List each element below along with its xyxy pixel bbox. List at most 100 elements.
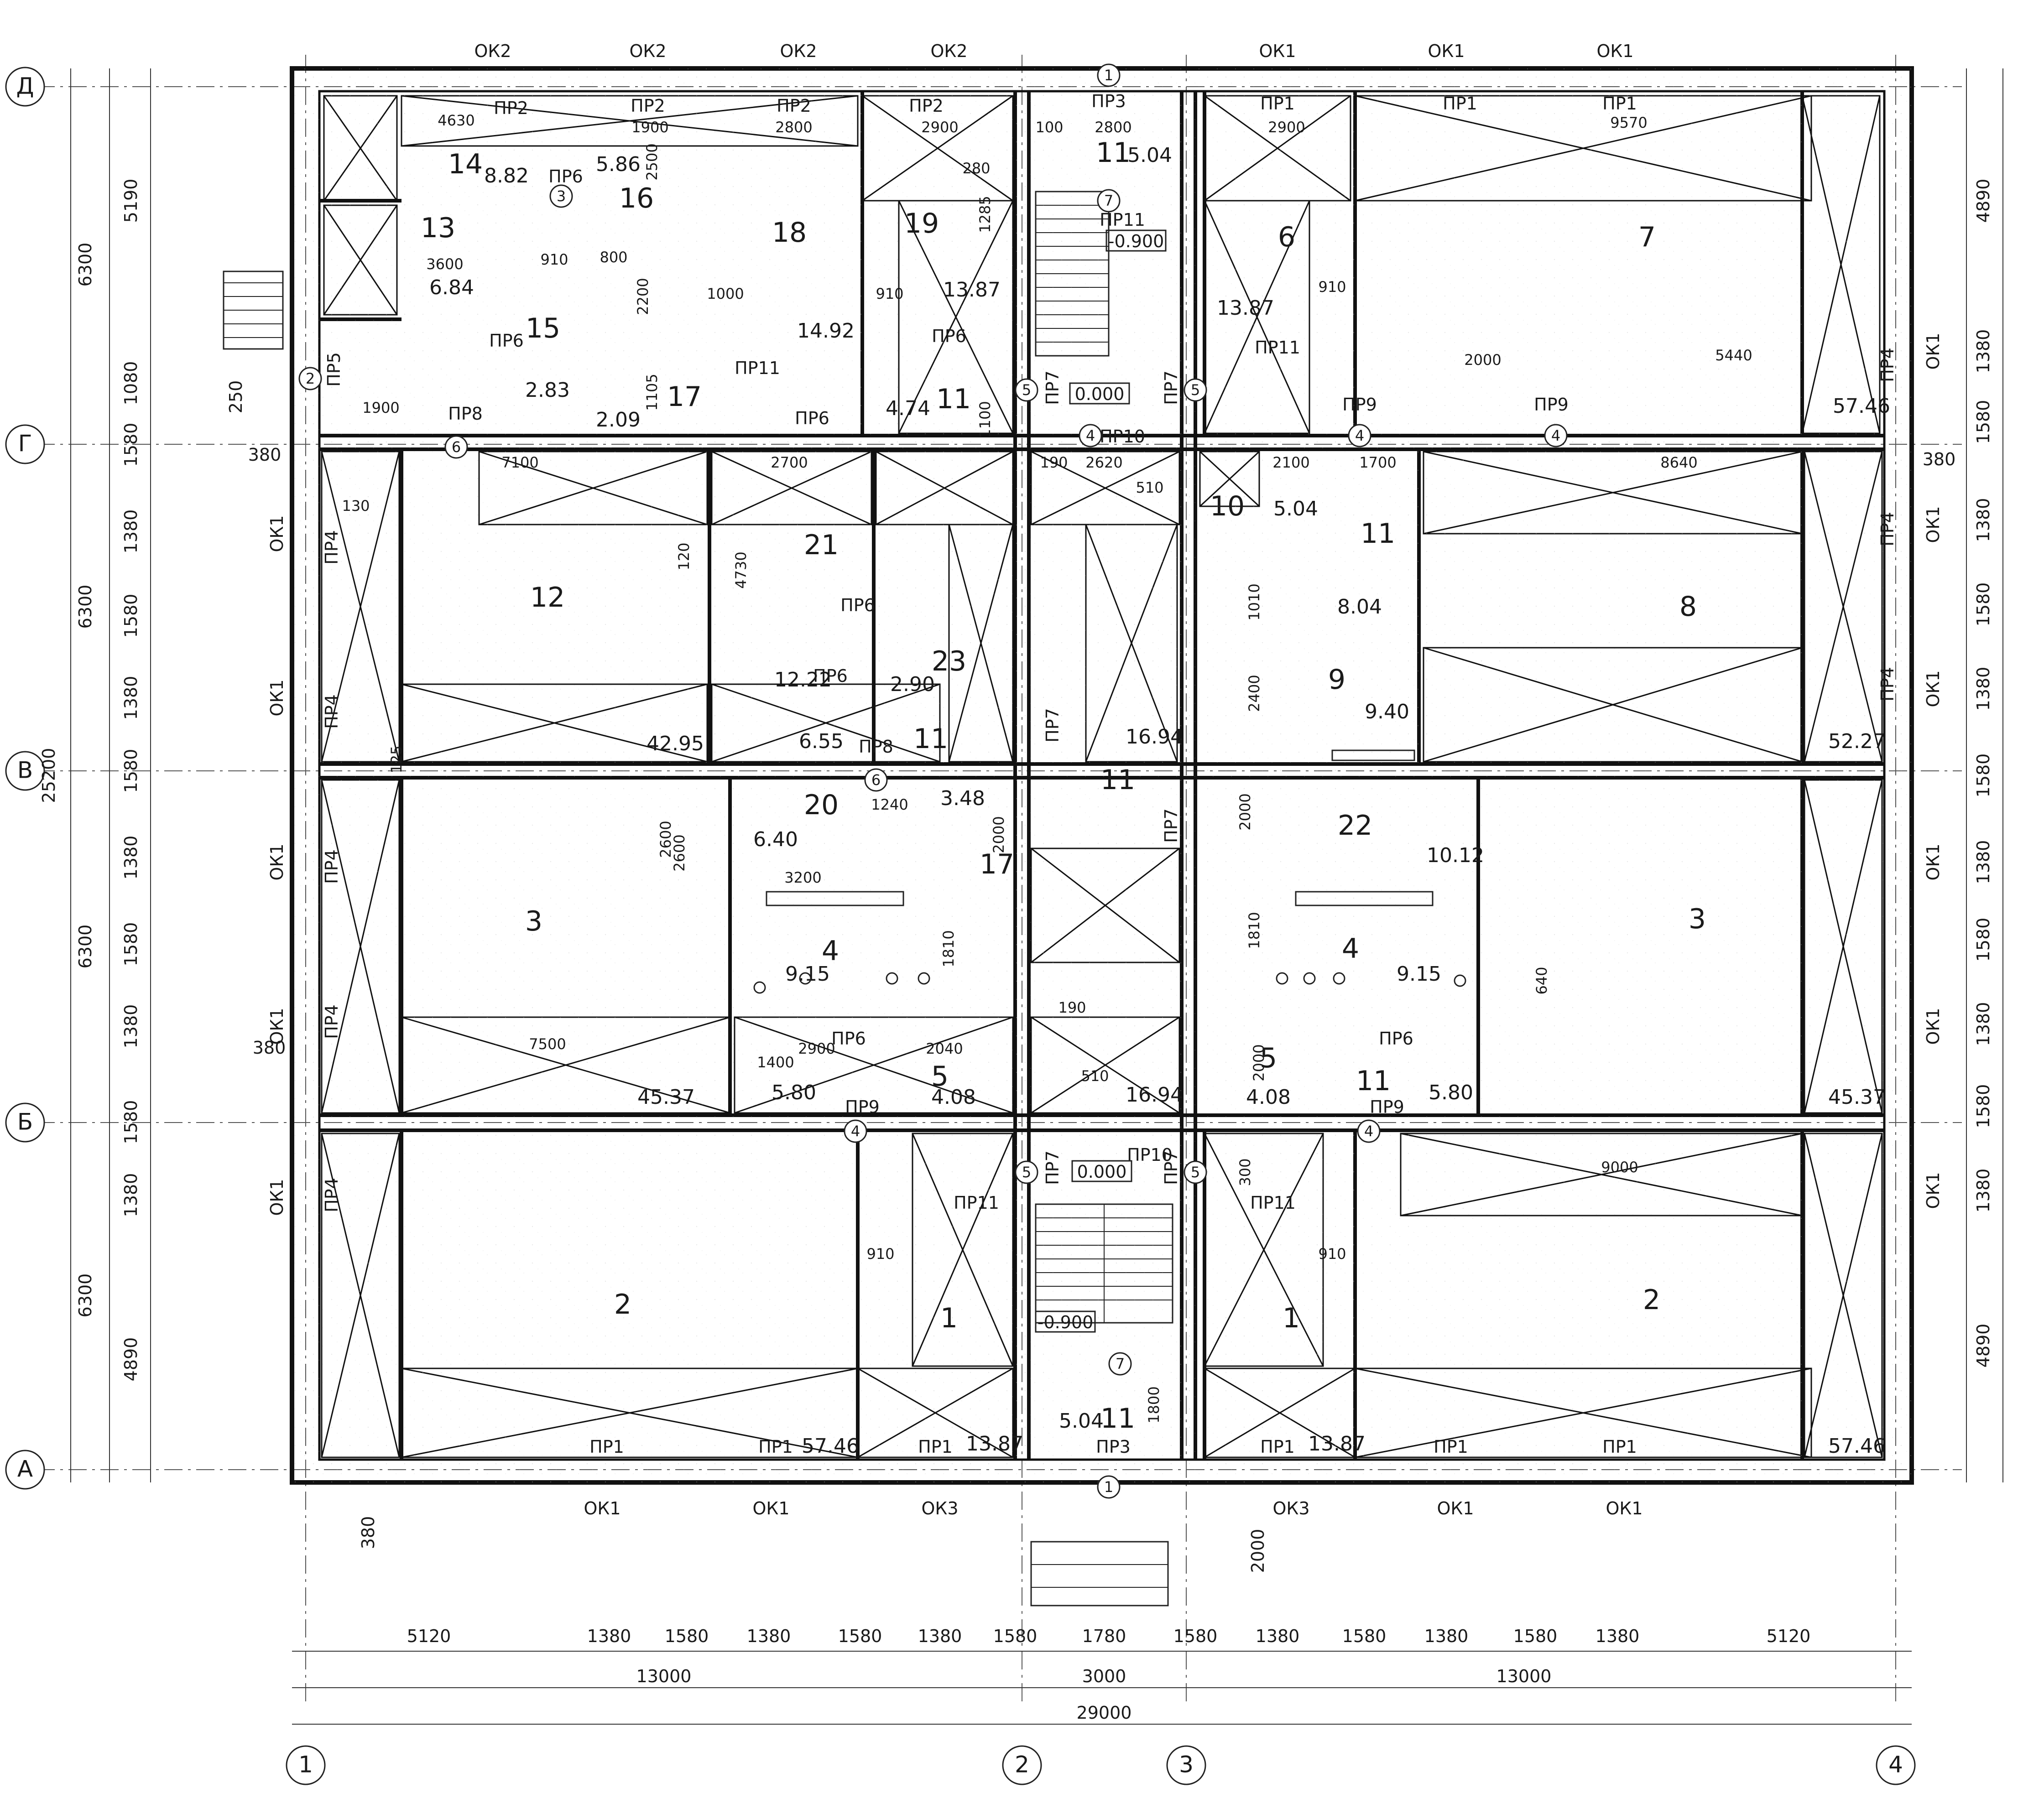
- dim-text: 130: [342, 497, 370, 515]
- mark-label: 4: [1364, 1123, 1373, 1140]
- dim-text: 9000: [1601, 1159, 1638, 1176]
- dim-text: 9570: [1610, 114, 1647, 131]
- room-number: 17: [980, 848, 1014, 880]
- dim-text: 1380: [747, 1626, 791, 1646]
- room-number: 3: [525, 905, 542, 937]
- axis-row-label: Б: [17, 1109, 33, 1135]
- lintel-tag: ПР7: [1043, 1150, 1063, 1185]
- dim-text: 1580: [1173, 1626, 1218, 1646]
- dim-text: 1580: [665, 1626, 709, 1646]
- lintel-tag: ПР6: [932, 326, 966, 346]
- lintel-tag: ПР1: [1602, 1437, 1637, 1457]
- room-number: 15: [526, 312, 560, 344]
- axis-row-g-bubble: [5, 424, 45, 464]
- level-mark: -0.900: [1038, 1312, 1094, 1332]
- axis-labels: Д Г В Б А 1 2 3 4: [16, 73, 1903, 1778]
- room-area: 3.48: [940, 787, 985, 810]
- dim-text: 1080: [121, 361, 141, 406]
- window-tag: ОК1: [1923, 1008, 1943, 1045]
- lintel-tag: ПР10: [1127, 1145, 1173, 1165]
- circled-marks: [298, 63, 1568, 1499]
- dim-text: 8640: [1660, 454, 1697, 471]
- dim-text: 4890: [121, 1337, 141, 1382]
- room-area: 57.46: [802, 1435, 859, 1458]
- dim-text: 380: [358, 1516, 378, 1549]
- dim-text: 250: [226, 380, 246, 414]
- dim-text: 2700: [771, 454, 808, 471]
- window-tag: ОК2: [780, 41, 817, 61]
- dim-text: 510: [1081, 1067, 1109, 1085]
- axis-markers: [5, 67, 1916, 1785]
- lintel-tag: ПР2: [777, 96, 811, 116]
- room-labels: 14 8.82 16 5.86 18 14.92 19 13.87 11 5.0…: [421, 137, 1890, 1458]
- dim-text: 2620: [1085, 454, 1122, 471]
- window-tag: ОК1: [267, 843, 287, 880]
- dim-text: 1700: [1359, 454, 1396, 471]
- lintel-tag: ПР2: [909, 96, 944, 116]
- window-tag: ОК1: [267, 679, 287, 716]
- dim-text: 6300: [75, 1274, 95, 1318]
- room-area: 42.95: [647, 732, 704, 755]
- dim-text: 1580: [1513, 1626, 1558, 1646]
- dim-text: 1100: [976, 401, 994, 438]
- room-area: 14.92: [797, 319, 855, 343]
- lintel-tag: ПР7: [1043, 370, 1063, 405]
- lintel-tag: ПР9: [1534, 395, 1569, 415]
- room-area: 9.15: [1397, 962, 1441, 986]
- dim-text: 100: [1035, 119, 1063, 136]
- room-number: 1: [1283, 1302, 1300, 1334]
- room-area: 13.87: [1308, 1432, 1366, 1456]
- room-area: 5.04: [1127, 144, 1172, 167]
- room-area: 2.90: [890, 673, 935, 696]
- dim-text: 280: [962, 160, 990, 177]
- dim-text: 4890: [1973, 1324, 1993, 1368]
- dim-text: 1380: [1424, 1626, 1469, 1646]
- dim-text: 2900: [798, 1040, 835, 1057]
- axis-col-label: 1: [298, 1752, 313, 1778]
- room-number: 3: [1689, 903, 1706, 935]
- scan-texture: [292, 68, 1912, 1482]
- dim-text: 7500: [529, 1035, 566, 1053]
- dim-text: 910: [876, 285, 903, 302]
- window-tags: ОК2 ОК2 ОК2 ОК2 ОК1 ОК1 ОК1 ОК1 ОК1 ОК3 …: [267, 41, 1943, 1518]
- dim-text: 1380: [587, 1626, 631, 1646]
- window-tag: ОК2: [629, 41, 666, 61]
- dim-text: 910: [866, 1245, 894, 1263]
- room-number: 4: [1342, 933, 1359, 965]
- room-number: 5: [1260, 1042, 1277, 1074]
- dim-text: 1380: [1256, 1626, 1300, 1646]
- lintel-tag: ПР4: [322, 1004, 342, 1039]
- dim-text: 5190: [121, 179, 141, 223]
- dim-text: 2000: [990, 816, 1007, 853]
- dim-text: 7100: [501, 454, 538, 471]
- room-number: 14: [448, 148, 483, 180]
- dim-text: 1580: [1973, 754, 1993, 798]
- dim-text: 1380: [1973, 667, 1993, 711]
- mark-label: 2: [306, 370, 315, 387]
- lintel-tag: ПР4: [1877, 512, 1898, 546]
- mark-label: 5: [1022, 381, 1031, 399]
- room-area: 45.37: [637, 1086, 695, 1109]
- dim-text: 2000: [1250, 1044, 1267, 1081]
- window-tag: ОК3: [921, 1498, 958, 1518]
- mark-label: 5: [1191, 1164, 1200, 1181]
- room-number: 23: [932, 645, 966, 677]
- dim-text: 1380: [121, 836, 141, 880]
- lintel-tag: ПР7: [1161, 1150, 1181, 1185]
- dim-text: 5440: [1715, 347, 1752, 364]
- room-number: 11: [1356, 1065, 1391, 1097]
- room-area: 16.94: [1126, 1083, 1183, 1107]
- dim-text: 1810: [940, 930, 957, 967]
- window-tag: ОК1: [1259, 41, 1296, 61]
- mark-label: 5: [1022, 1164, 1031, 1181]
- dim-text: 1580: [121, 1100, 141, 1144]
- window-tag: ОК1: [1437, 1498, 1474, 1518]
- dim-text: 2600: [657, 821, 674, 858]
- axis-col-label: 4: [1888, 1752, 1903, 1778]
- room-area: 13.87: [966, 1432, 1023, 1456]
- lintel-tags: ПР2 ПР2 ПР2 ПР2 ПР3 ПР1 ПР1 ПР1 ПР1 ПР1 …: [322, 91, 1898, 1457]
- window-tag: ОК1: [1596, 41, 1633, 61]
- window-tag: ОК1: [1923, 506, 1943, 543]
- lintel-tag: ПР6: [831, 1029, 866, 1049]
- level-mark: 0.000: [1075, 384, 1125, 404]
